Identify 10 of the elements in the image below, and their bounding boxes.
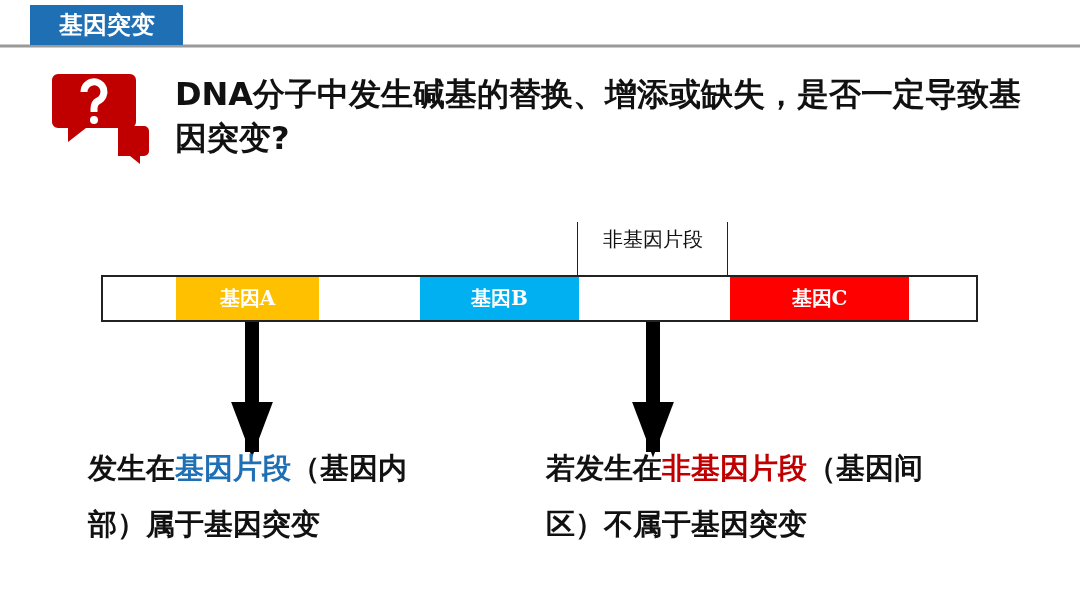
gene-segment: 基因C (730, 277, 909, 320)
gene-segment: 基因A (176, 277, 319, 320)
down-arrow (632, 322, 674, 458)
title-tab: 基因突变 (30, 5, 183, 45)
question-text: DNA分子中发生碱基的替换、增添或缺失，是否一定导致基因突变? (175, 74, 1023, 159)
conclusion-text: 发生在基因片段（基因内部）属于基因突变 (88, 440, 418, 560)
gene-segment: 基因B (420, 277, 579, 320)
intergenic-segment: 非基因片段 (577, 222, 728, 276)
dna-bar (101, 275, 978, 322)
conclusion-text: 若发生在非基因片段（基因间区）不属于基因突变 (546, 440, 946, 560)
